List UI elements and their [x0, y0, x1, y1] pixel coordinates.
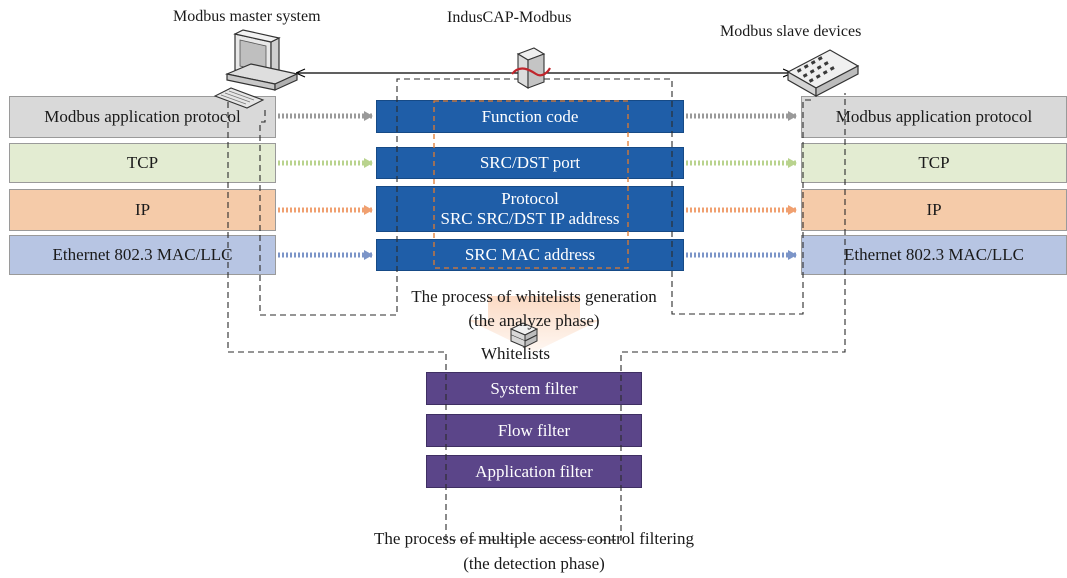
- whitelists-label: Whitelists: [481, 344, 550, 363]
- field-src-mac-label: SRC MAC address: [464, 245, 596, 264]
- left-layer-tcp-label: TCP: [126, 153, 159, 172]
- analyze-phase-caption: The process of whitelists generation (th…: [334, 285, 734, 333]
- left-layer-ip: IP: [9, 189, 276, 231]
- field-src-mac: SRC MAC address: [376, 239, 684, 271]
- left-layer-application: Modbus application protocol: [9, 96, 276, 138]
- network-switch-icon: [786, 49, 860, 98]
- field-ip-address-label: SRC SRC/DST IP address: [440, 209, 620, 228]
- right-layer-ethernet-label: Ethernet 802.3 MAC/LLC: [844, 245, 1024, 264]
- field-src-dst-port: SRC/DST port: [376, 147, 684, 179]
- filter-flow: Flow filter: [426, 414, 642, 447]
- analyze-caption-line1: The process of whitelists generation: [411, 287, 657, 306]
- computer-icon: [213, 29, 299, 109]
- filter-system-label: System filter: [490, 378, 578, 398]
- left-layer-application-label: Modbus application protocol: [44, 107, 241, 126]
- process-arrow: [468, 296, 600, 352]
- left-layer-tcp: TCP: [9, 143, 276, 183]
- induscap-label: IndusCAP-Modbus: [447, 9, 572, 26]
- detect-caption-line1: The process of multiple access control f…: [373, 529, 695, 548]
- slave-devices-label: Modbus slave devices: [720, 23, 862, 40]
- field-protocol-ip: Protocol SRC SRC/DST IP address: [376, 186, 684, 232]
- database-icon: [509, 322, 539, 348]
- detection-phase-caption: The process of multiple access control f…: [300, 526, 768, 576]
- right-layer-ip-label: IP: [926, 200, 942, 219]
- left-flow-arrows: [278, 111, 373, 260]
- field-protocol-label: Protocol: [501, 189, 559, 208]
- field-selection-box: [433, 100, 629, 269]
- right-layer-application-label: Modbus application protocol: [835, 107, 1033, 126]
- filter-application-label: Application filter: [475, 461, 593, 481]
- filter-flow-label: Flow filter: [497, 420, 571, 440]
- left-layer-ethernet-label: Ethernet 802.3 MAC/LLC: [52, 245, 233, 264]
- filter-system: System filter: [426, 372, 642, 405]
- filter-application: Application filter: [426, 455, 642, 488]
- right-layer-tcp-label: TCP: [918, 153, 950, 172]
- master-system-label: Modbus master system: [173, 8, 321, 25]
- detect-caption-line2: (the detection phase): [463, 554, 605, 573]
- analyze-caption-line2: (the analyze phase): [468, 311, 600, 330]
- right-flow-arrows: [686, 111, 797, 260]
- field-src-dst-port-label: SRC/DST port: [479, 153, 581, 172]
- left-layer-ethernet: Ethernet 802.3 MAC/LLC: [9, 235, 276, 275]
- server-icon: [511, 47, 551, 89]
- field-function-code-label: Function code: [481, 106, 579, 126]
- dashed-flow-paths: [227, 78, 846, 541]
- left-layer-ip-label: IP: [134, 200, 151, 219]
- field-function-code: Function code: [376, 100, 684, 133]
